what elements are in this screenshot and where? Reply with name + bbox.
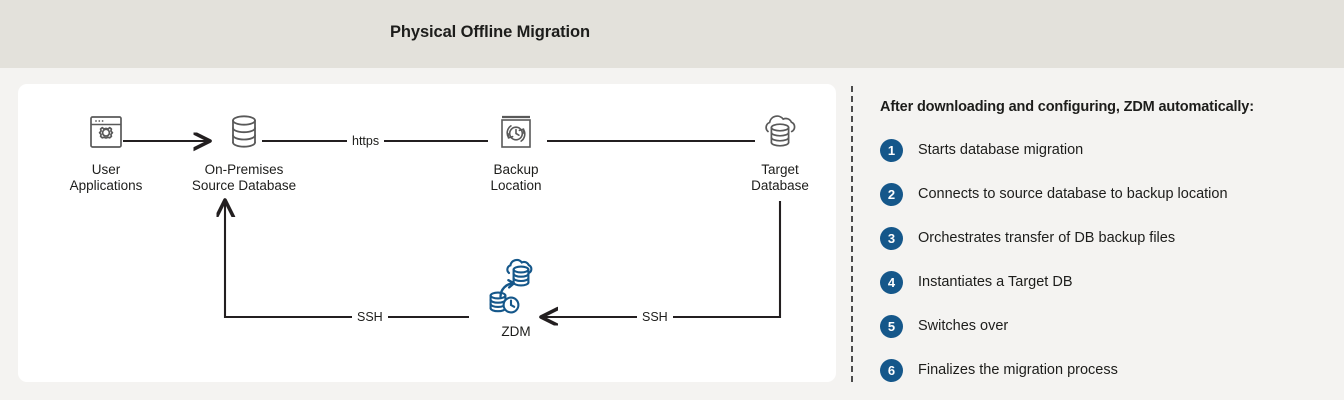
diagram-node-target-database[interactable]: Target Database — [705, 109, 855, 193]
step-item-6[interactable]: 6 Finalizes the migration process — [875, 348, 1325, 392]
step-label: Instantiates a Target DB — [918, 274, 1073, 290]
step-item-1[interactable]: 1 Starts database migration — [875, 128, 1325, 172]
diagram-node-zdm[interactable]: ZDM — [441, 256, 591, 340]
backup-clock-icon — [441, 109, 591, 155]
step-label: Orchestrates transfer of DB backup files — [918, 230, 1176, 246]
zdm-migration-icon — [441, 256, 591, 318]
steps-list: 1 Starts database migration 2 Connects t… — [875, 128, 1325, 392]
step-number-badge: 1 — [880, 138, 903, 162]
database-cylinder-icon — [169, 109, 319, 155]
diagram-node-label: User Applications — [69, 162, 143, 193]
steps-panel: After downloading and configuring, ZDM a… — [875, 84, 1325, 392]
step-label: Connects to source database to backup lo… — [918, 186, 1228, 202]
browser-gear-icon — [31, 109, 181, 155]
panel-divider — [851, 86, 853, 382]
edge-label-ssh-right: SSH — [637, 310, 673, 324]
page-title: Physical Offline Migration — [389, 23, 591, 41]
diagram-node-label: On-Premises Source Database — [191, 162, 297, 193]
diagram-node-on-premises-source-database[interactable]: On-Premises Source Database — [169, 109, 319, 193]
step-label: Starts database migration — [918, 142, 1084, 158]
step-number-badge: 2 — [880, 182, 903, 206]
step-item-5[interactable]: 5 Switches over — [875, 304, 1325, 348]
step-number-badge: 4 — [880, 270, 903, 294]
step-item-4[interactable]: 4 Instantiates a Target DB — [875, 260, 1325, 304]
step-item-2[interactable]: 2 Connects to source database to backup … — [875, 172, 1325, 216]
diagram-node-label: Backup Location — [490, 162, 542, 193]
steps-heading: After downloading and configuring, ZDM a… — [880, 99, 1254, 115]
diagram-node-backup-location[interactable]: Backup Location — [441, 109, 591, 193]
diagram-card: https SSH SSH User Applications — [18, 84, 836, 382]
step-item-3[interactable]: 3 Orchestrates transfer of DB backup fil… — [875, 216, 1325, 260]
diagram-node-user-applications[interactable]: User Applications — [31, 109, 181, 193]
diagram-node-label: Target Database — [751, 162, 809, 193]
edge-label-https: https — [347, 134, 385, 148]
edge-label-ssh-left: SSH — [352, 310, 388, 324]
step-label: Switches over — [918, 318, 1009, 334]
step-number-badge: 5 — [880, 314, 903, 338]
diagram-node-label: ZDM — [501, 324, 531, 339]
step-number-badge: 6 — [880, 358, 903, 382]
step-label: Finalizes the migration process — [918, 362, 1118, 378]
header-band: Physical Offline Migration — [0, 0, 1344, 68]
step-number-badge: 3 — [880, 226, 903, 250]
cloud-database-icon — [705, 109, 855, 155]
